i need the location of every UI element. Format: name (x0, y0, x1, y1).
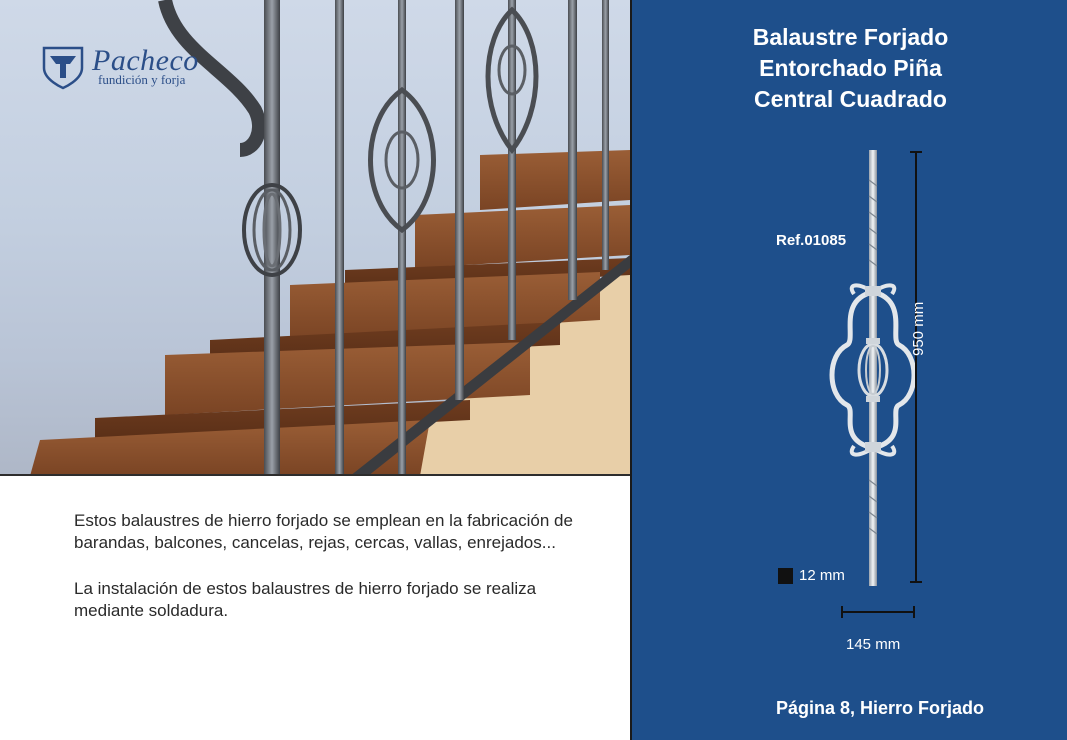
height-dimension: 950 mm (910, 301, 927, 356)
logo-name: Pacheco (92, 44, 199, 77)
baluster-drawing (829, 150, 922, 618)
description-block: Estos balaustres de hierro forjado se em… (74, 510, 574, 622)
logo-tagline: fundición y forja (98, 72, 186, 87)
product-title: Balaustre Forjado Entorchado Piña Centra… (632, 22, 1067, 115)
product-title-line-3: Central Cuadrado (754, 86, 947, 112)
width-dimension: 145 mm (846, 636, 901, 653)
product-title-line-2: Entorchado Piña (759, 55, 942, 81)
section-dimension: 12 mm (799, 567, 845, 584)
product-reference: Ref.01085 (776, 232, 847, 249)
square-section-icon (778, 568, 793, 584)
shield-icon (42, 46, 84, 90)
product-spec-panel: Balaustre Forjado Entorchado Piña Centra… (630, 0, 1067, 740)
description-paragraph-1: Estos balaustres de hierro forjado se em… (74, 511, 573, 552)
product-photo: Pacheco fundición y forja (0, 0, 630, 476)
product-title-line-1: Balaustre Forjado (752, 24, 949, 50)
brand-logo: Pacheco fundición y forja (40, 44, 230, 92)
photo-divider (0, 474, 630, 476)
staircase-illustration (30, 0, 630, 476)
description-paragraph-2: La instalación de estos balaustres de hi… (74, 579, 537, 620)
page-footer: Página 8, Hierro Forjado (776, 698, 985, 718)
